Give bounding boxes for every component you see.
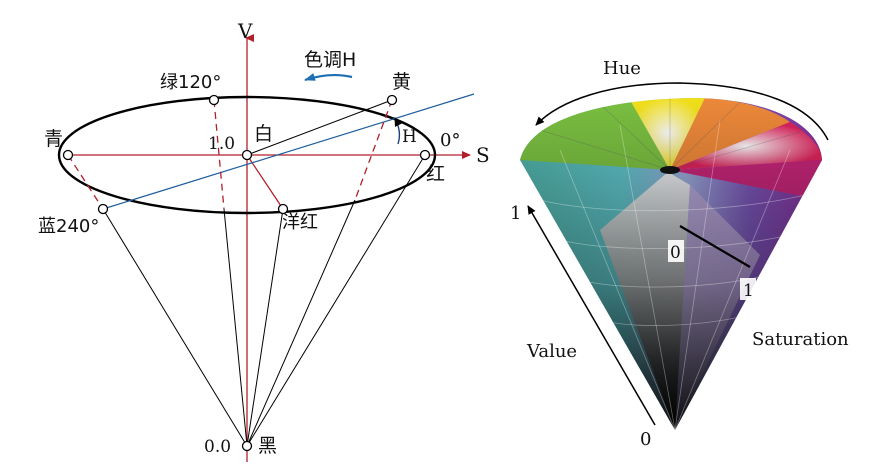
hue-arrow — [304, 73, 353, 82]
blue-label: 蓝240° — [38, 216, 99, 237]
value-top-label: 1 — [510, 203, 521, 224]
hue-arrow-label: 色调H — [304, 49, 356, 71]
white-value-label: 1.0 — [208, 134, 235, 154]
cyan-label: 青 — [44, 128, 63, 150]
yellow-label: 黄 — [392, 71, 411, 93]
saturation-line — [679, 225, 751, 268]
white-yellow-line — [246, 99, 393, 156]
cyan-dash — [67, 154, 104, 210]
sat-end-label: 1 — [743, 281, 754, 301]
yellow-dash — [354, 99, 393, 201]
s-axis-label: S — [476, 143, 490, 167]
black-value-label: 0.0 — [204, 437, 231, 457]
point-markers — [62, 94, 431, 452]
hue-label: Hue — [603, 58, 641, 79]
hue-arc-arrow — [535, 82, 829, 141]
hsv-line-diagram: V S 色调H H 绿120° 黄 青 白 1.0 0° 红 蓝240° 洋红 … — [38, 19, 490, 462]
hue-circle — [57, 95, 437, 215]
green-dash — [213, 99, 225, 210]
h-angle-label: H — [402, 127, 417, 147]
blue-point — [97, 203, 109, 215]
yellow-point — [386, 94, 398, 106]
value-label: Value — [526, 341, 577, 362]
green-label: 绿120° — [160, 72, 221, 93]
saturation-label: Saturation — [752, 329, 849, 350]
value-bottom-label: 0 — [640, 429, 651, 450]
black-label: 黑 — [258, 435, 277, 457]
blue-ray-line — [102, 93, 475, 210]
magenta-label: 洋红 — [282, 212, 318, 233]
hsv-cone-3d: Hue Value Saturation 1 0 0 1 — [510, 58, 849, 450]
sat-start-label: 0 — [670, 243, 681, 263]
cyan-point — [62, 149, 74, 161]
red-label: 红 — [426, 163, 445, 185]
h-angle-arc — [394, 117, 403, 145]
white-label: 白 — [254, 123, 273, 145]
white-magenta-line — [246, 154, 284, 210]
green-point — [208, 94, 220, 106]
value-arrow — [527, 205, 656, 426]
red-point — [419, 149, 431, 161]
white-point — [241, 149, 253, 161]
magenta-point — [277, 203, 289, 215]
black-point — [241, 440, 253, 452]
cone-lines — [102, 154, 426, 447]
red-angle-label: 0° — [440, 130, 460, 151]
v-axis-label: V — [237, 19, 253, 43]
